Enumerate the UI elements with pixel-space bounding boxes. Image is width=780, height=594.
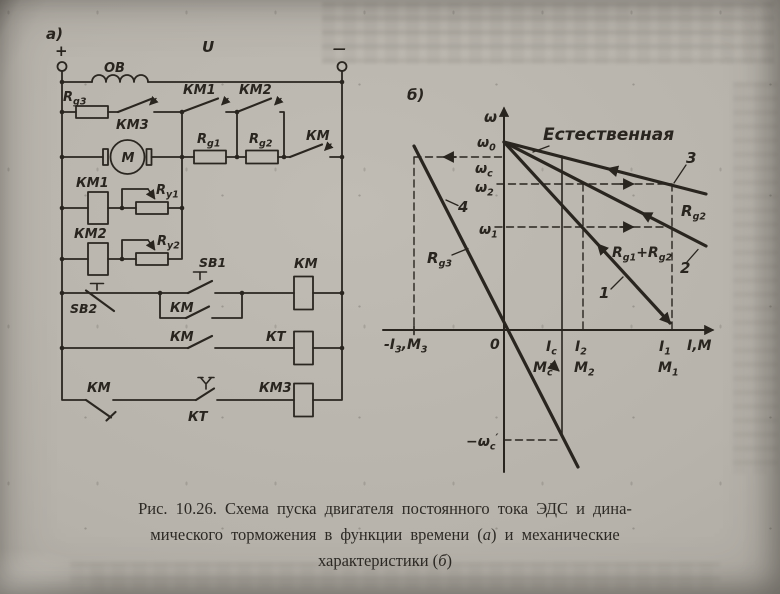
terminal-plus: [56, 61, 68, 72]
label-km-aux-contact: КМ: [170, 330, 194, 345]
contactor-coils: [87, 191, 314, 418]
resistor-rg2: [245, 149, 279, 165]
label-curve-3: 3: [686, 149, 696, 167]
label-km2-contact: КМ2: [239, 83, 272, 98]
panel-b-label: б): [407, 86, 424, 104]
resistor-ry1: [135, 201, 169, 215]
coil-km2: [87, 242, 109, 276]
label-rg1: Rg1: [197, 132, 220, 150]
curve-3-natural: [502, 140, 708, 196]
caption-line-3: характеристики (б): [318, 550, 452, 570]
x-axis-label: I,M: [687, 338, 712, 354]
panel-a-label: а): [46, 25, 63, 43]
figure-10-26: а) + — U ОВ Rg3 КМ3 КМ1 КМ2 Rg1 Rg2 КМ М…: [46, 25, 715, 473]
coil-kt: [293, 330, 314, 366]
label-curve-rg1-rg2: Rg1+Rg2: [612, 245, 673, 264]
label-curve-4: 4: [457, 198, 468, 216]
page-edge-highlight: [0, 540, 120, 594]
plus-sign: +: [55, 42, 68, 60]
tick-omega-2: ω2: [475, 180, 494, 199]
curve-4-dynamic-braking: [412, 144, 580, 469]
label-kt-contact: КТ: [188, 410, 209, 425]
label-km3-contact: КМ3: [116, 118, 149, 133]
label-curve-1: 1: [599, 284, 609, 302]
tick-omega0: ω0: [477, 135, 496, 154]
label-km3-coil: КМ3: [259, 381, 292, 396]
field-winding-coil: [91, 74, 149, 83]
tick-ic: Ic: [546, 339, 557, 358]
label-supply-voltage: U: [202, 38, 214, 56]
characteristic-curves: [412, 140, 708, 469]
tick-i1: I1: [659, 339, 671, 358]
tick-m2: M2: [574, 360, 595, 379]
label-km1-coil: КМ1: [76, 176, 109, 191]
label-natural-characteristic: Естественная: [543, 125, 674, 145]
label-motor: М: [122, 151, 135, 166]
motor-symbol: [102, 139, 153, 175]
resistor-rg3: [75, 105, 109, 119]
chart-axes: [382, 109, 711, 473]
label-curve-rg2: Rg2: [681, 202, 706, 223]
curve-2-rg2: [502, 140, 708, 248]
caption-line-2: мического торможения в функции времени (…: [150, 524, 620, 544]
coil-km3: [293, 382, 314, 418]
label-ry1: Ry1: [156, 183, 179, 201]
tick-omega-c-neg: −ωc′: [466, 432, 499, 453]
terminal-minus: [336, 61, 348, 72]
tick-i2: I2: [575, 339, 587, 358]
label-km1-contact: КМ1: [183, 83, 216, 98]
rheostat-tap-arrows: [145, 188, 156, 251]
tick-m1: M1: [658, 360, 679, 379]
tick-omega-1: ω1: [479, 222, 498, 241]
resistor-ry2: [135, 252, 169, 266]
label-curve-2: 2: [680, 259, 690, 277]
circuit-labels: а) + — U ОВ Rg3 КМ3 КМ1 КМ2 Rg1 Rg2 КМ М…: [46, 25, 346, 425]
contact-blades: [84, 97, 324, 422]
tick-omega-c: ωc: [475, 161, 493, 180]
label-km2-coil: КМ2: [74, 227, 107, 242]
label-rg2: Rg2: [249, 132, 273, 150]
label-rg3: Rg3: [63, 90, 87, 108]
chart-labels: б) ω I,M Естественная ω0 ωc ω2 ω1 −ωc′ 3…: [384, 86, 712, 453]
tick-mc: Mc: [533, 360, 553, 379]
paper-crease: [0, 0, 150, 170]
coil-km: [293, 275, 314, 311]
circuit-wires: [61, 70, 343, 401]
tick-neg-i3-m3: -I3,M3: [384, 337, 428, 356]
label-kt-coil: КТ: [266, 330, 287, 345]
label-ry2: Ry2: [157, 234, 180, 252]
resistor-rg1: [193, 149, 227, 165]
direction-arrows: [442, 151, 672, 372]
label-sb2: SB2: [70, 301, 97, 316]
tick-origin: 0: [490, 337, 500, 353]
label-curve-rg3: Rg3: [427, 249, 452, 270]
axis-arrowheads: [498, 106, 715, 336]
label-km-hold-contact: КМ: [170, 301, 194, 316]
mechanical-characteristics-chart: [382, 106, 715, 473]
label-sb1: SB1: [199, 255, 226, 270]
label-field-winding: ОВ: [104, 61, 125, 76]
figure-caption: Рис. 10.26. Схема пуска двигателя постоя…: [28, 496, 742, 574]
pushbutton-actuators: [89, 271, 215, 390]
curve-1-rg1-rg2: [502, 140, 672, 325]
y-axis-label: ω: [484, 108, 497, 126]
coil-km1: [87, 191, 109, 225]
circuit-diagram: [56, 61, 348, 422]
contact-arrows: [149, 95, 334, 151]
caption-line-1: Рис. 10.26. Схема пуска двигателя постоя…: [138, 499, 632, 518]
label-leaders: [445, 145, 699, 290]
label-km-power-contact: КМ: [306, 129, 330, 144]
minus-sign: —: [333, 42, 346, 57]
label-km-nc-contact: КМ: [87, 381, 111, 396]
junction-dots: [59, 79, 345, 351]
resistor-boxes: [75, 105, 279, 266]
label-km-coil: КМ: [294, 257, 318, 272]
